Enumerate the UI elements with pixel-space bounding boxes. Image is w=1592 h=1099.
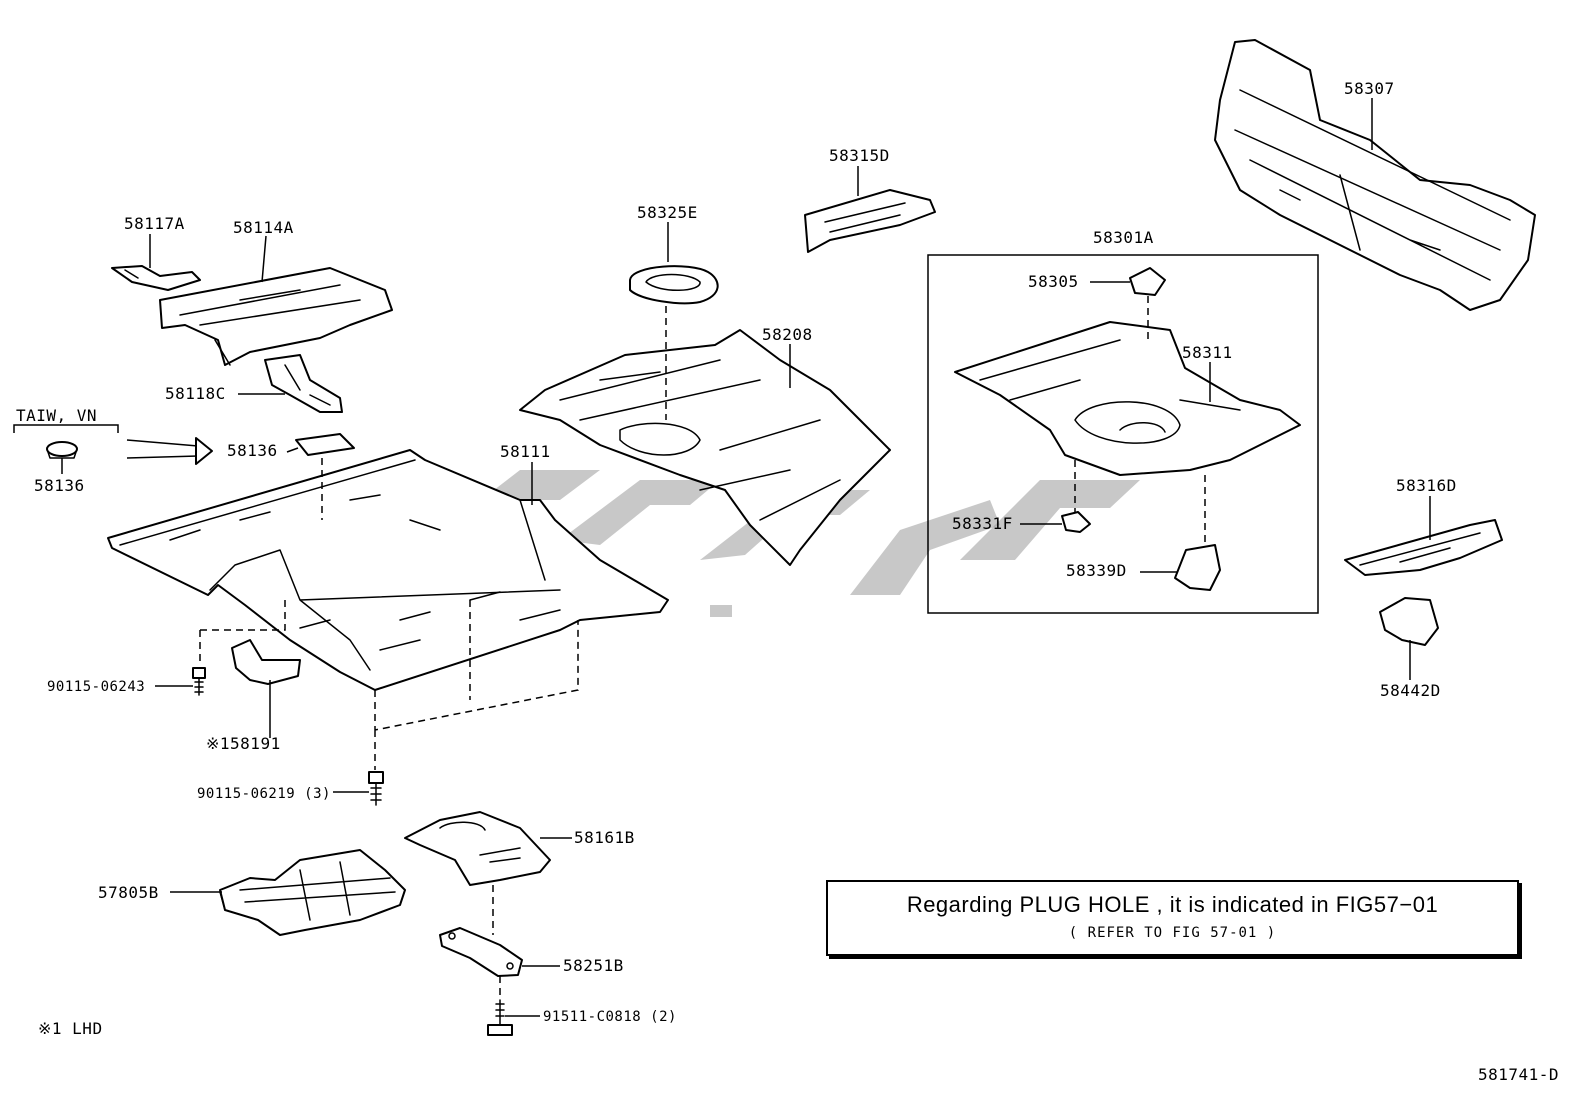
- label-58161B: 58161B: [574, 828, 635, 847]
- part-57805B: [219, 849, 406, 936]
- label-58136-sheet: 58136: [227, 441, 278, 460]
- label-taiw-vn: TAIW, VN: [16, 406, 98, 425]
- part-58136-plug: [46, 441, 78, 459]
- label-58305: 58305: [1028, 272, 1079, 291]
- part-58311: [954, 321, 1301, 476]
- part-58191: [231, 639, 301, 685]
- part-58114A: [159, 267, 393, 366]
- label-90115-06219: 90115-06219 (3): [197, 786, 331, 802]
- label-58208: 58208: [762, 325, 813, 344]
- note-sub-text: ( REFER TO FIG 57-01 ): [1068, 925, 1277, 941]
- figure-code: 581741-D: [1478, 1065, 1560, 1084]
- label-58117A: 58117A: [124, 214, 185, 233]
- part-58316D: [1344, 519, 1503, 576]
- part-58331F: [1061, 511, 1091, 533]
- label-58331F: 58331F: [952, 514, 1013, 533]
- part-58111-floor: [107, 449, 669, 691]
- taiw-indicator: [13, 424, 213, 465]
- part-58161B: [404, 811, 551, 886]
- part-58136-sheet: [295, 433, 355, 456]
- alignment-lines: [199, 296, 1206, 1000]
- plug-hole-note: Regarding PLUG HOLE , it is indicated in…: [826, 880, 1519, 956]
- label-58442D: 58442D: [1380, 681, 1441, 700]
- part-58325E: [629, 265, 719, 305]
- label-91511-C0818: 91511-C0818 (2): [543, 1009, 677, 1025]
- label-58114A: 58114A: [233, 218, 294, 237]
- part-90115-06219-bolt: [368, 771, 384, 806]
- label-58251B: 58251B: [563, 956, 624, 975]
- assembly-58301A-box: [927, 254, 1319, 614]
- part-58117A: [111, 265, 201, 291]
- part-58118C: [264, 354, 343, 413]
- label-58307: 58307: [1344, 79, 1395, 98]
- part-58251B: [439, 927, 523, 977]
- part-58305: [1129, 267, 1166, 296]
- part-58208-rear-floor: [519, 329, 891, 566]
- label-58339D: 58339D: [1066, 561, 1127, 580]
- label-58315D: 58315D: [829, 146, 890, 165]
- label-58316D: 58316D: [1396, 476, 1457, 495]
- note-main-text: Regarding PLUG HOLE , it is indicated in…: [906, 892, 1439, 917]
- label-58311: 58311: [1182, 343, 1233, 362]
- part-58315D: [804, 189, 936, 253]
- label-57805B: 57805B: [98, 883, 159, 902]
- label-58325E: 58325E: [637, 203, 698, 222]
- label-90115-06243: 90115-06243: [47, 679, 146, 695]
- label-58118C: 58118C: [165, 384, 226, 403]
- part-58339D: [1174, 544, 1221, 591]
- label-58301A: 58301A: [1093, 228, 1154, 247]
- part-91511-C0818-bolt: [487, 999, 513, 1036]
- part-90115-06243-bolt: [192, 667, 206, 696]
- part-58307-rear-panel: [1214, 39, 1536, 311]
- label-58111: 58111: [500, 442, 551, 461]
- label-158191: ※158191: [206, 734, 281, 753]
- footnote-lhd: ※1 LHD: [38, 1019, 103, 1038]
- label-58136-left: 58136: [34, 476, 85, 495]
- leader-lines: [61, 98, 1431, 1017]
- part-58442D: [1379, 597, 1439, 646]
